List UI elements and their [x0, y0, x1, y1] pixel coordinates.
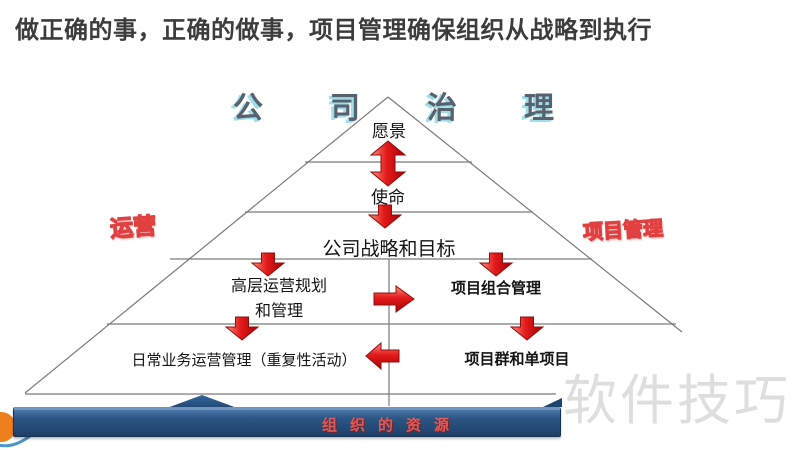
down-arrow-program-icon: [509, 316, 545, 341]
project-management-side-label: 项目管理: [582, 217, 664, 245]
program-project-label: 项目群和单项目: [464, 351, 570, 368]
down-arrow-mission-icon: [367, 204, 403, 229]
down-arrow-daily-icon: [224, 316, 260, 341]
logo-swoosh-icon: [0, 434, 31, 448]
corner-arrow-icon: [543, 398, 562, 407]
page-title: 做正确的事，正确的做事，项目管理确保组织从战略到执行: [15, 17, 652, 44]
resources-bar: [13, 407, 561, 437]
pyramid-left-slope: [24, 96, 389, 394]
down-arrow-operations-icon: [250, 252, 286, 277]
operations-side-label: 运营: [109, 212, 158, 242]
up-down-arrow-icon: [369, 140, 407, 187]
up-arrow-resources-icon: [167, 395, 237, 415]
left-arrow-icon: [365, 341, 400, 371]
resources-bar-label: 组织的资源: [322, 417, 463, 434]
operations-planning-line2: 和管理: [254, 303, 304, 320]
strategy-label: 公司战略和目标: [322, 239, 456, 260]
vision-label: 愿景: [372, 122, 406, 141]
operations-planning-label: 高层运营规划 和管理: [231, 274, 327, 324]
mission-label: 使命: [371, 188, 405, 207]
logo-sun-icon: [0, 412, 16, 442]
pyramid-right-slope: [387, 96, 683, 333]
portfolio-management-label: 项目组合管理: [450, 280, 542, 297]
down-arrow-portfolio-icon: [478, 252, 514, 277]
daily-operations-label: 日常业务运营管理（重复性活动）: [131, 352, 357, 369]
governance-header: 公司治理: [233, 92, 621, 125]
operations-planning-line1: 高层运营规划: [230, 278, 328, 295]
watermark: 软件技巧: [563, 371, 791, 431]
right-arrow-icon: [373, 285, 415, 313]
